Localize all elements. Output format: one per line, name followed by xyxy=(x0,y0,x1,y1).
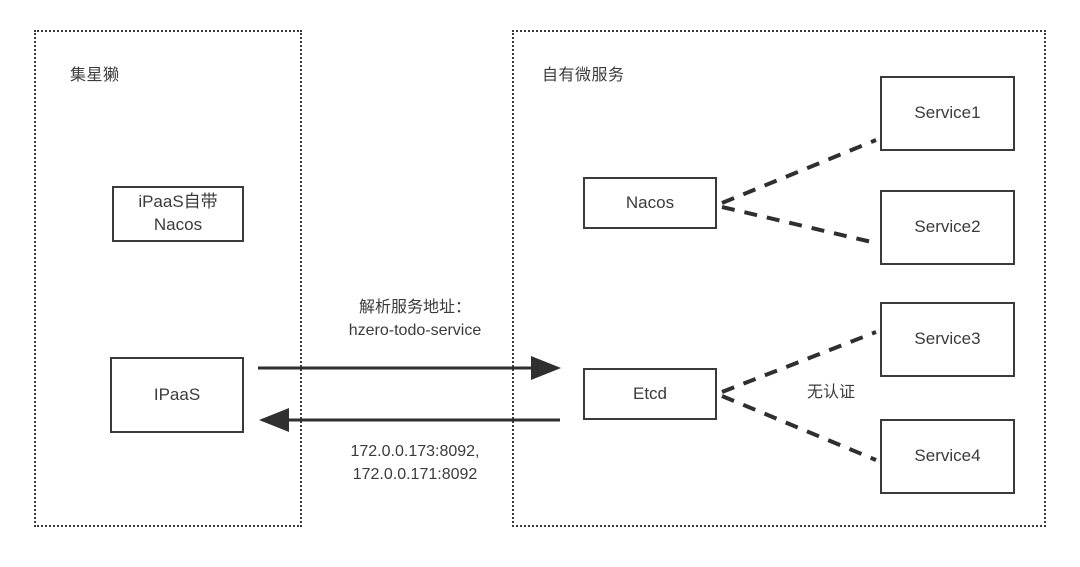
zone-left-label: 集星獭 xyxy=(70,67,120,84)
zone-right-label: 自有微服务 xyxy=(542,67,625,84)
zone-left xyxy=(34,30,302,527)
node-ipaas[interactable]: IPaaS xyxy=(110,357,244,433)
node-etcd[interactable]: Etcd xyxy=(583,368,717,420)
label-no-auth: 无认证 xyxy=(806,384,855,401)
zone-right xyxy=(512,30,1046,527)
label-request: 解析服务地址： hzero-todo-service xyxy=(348,299,482,340)
node-service2[interactable]: Service2 xyxy=(880,190,1015,265)
node-service3[interactable]: Service3 xyxy=(880,302,1015,377)
node-ipaas-builtin-nacos[interactable]: iPaaS自带 Nacos xyxy=(112,186,244,242)
node-service4[interactable]: Service4 xyxy=(880,419,1015,494)
label-response: 172.0.0.173:8092, 172.0.0.171:8092 xyxy=(350,443,480,484)
node-service1[interactable]: Service1 xyxy=(880,76,1015,151)
node-nacos[interactable]: Nacos xyxy=(583,177,717,229)
